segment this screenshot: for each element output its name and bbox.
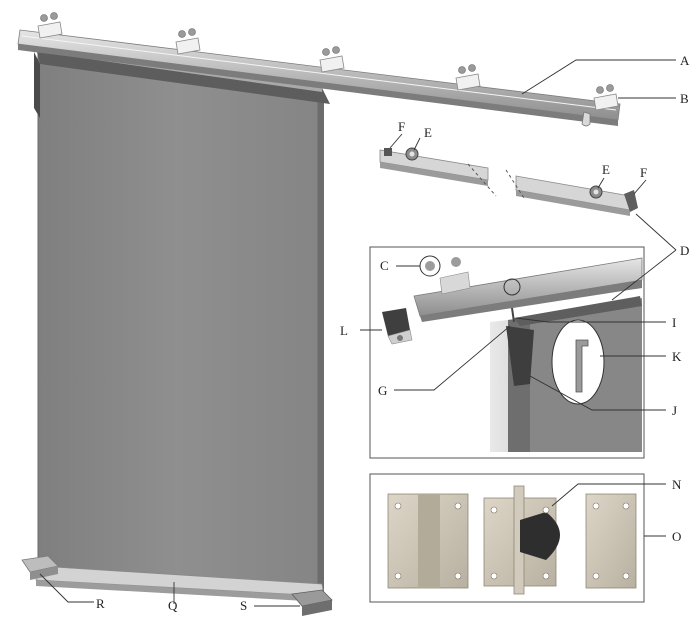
- label-g: G: [378, 383, 388, 398]
- stopper-plate-right: [585, 493, 637, 589]
- leader-f-left: [389, 133, 403, 149]
- rubber-stopper: [520, 512, 560, 560]
- leader-e-right: [597, 177, 605, 189]
- trolley-profile-right: [505, 169, 631, 216]
- end-cap-f-right: [624, 190, 638, 212]
- label-j: J: [672, 403, 678, 418]
- leader-n: [551, 483, 666, 507]
- door-panel: [34, 48, 330, 596]
- label-f-left: F: [398, 119, 406, 134]
- label-a: A: [680, 53, 690, 68]
- label-c: C: [380, 258, 389, 273]
- mounting-bracket: [319, 46, 345, 73]
- top-track: [17, 29, 621, 126]
- leader-g: [394, 325, 511, 391]
- mounting-bracket: [175, 28, 201, 55]
- mounting-bracket: [37, 12, 63, 39]
- label-k: K: [672, 349, 682, 364]
- end-cap-l: [382, 308, 413, 345]
- label-s: S: [240, 598, 248, 613]
- label-i: I: [672, 315, 677, 330]
- label-b: B: [680, 91, 689, 106]
- mounting-bracket: [455, 64, 481, 91]
- leader-a: [521, 59, 676, 95]
- stopper-assembly: [483, 485, 560, 595]
- stopper-plate-left: [387, 493, 469, 589]
- leader-f-right: [633, 179, 647, 195]
- label-d: D: [680, 243, 690, 258]
- mounting-bracket: [593, 84, 619, 111]
- leader-r: [39, 573, 94, 603]
- label-l: L: [340, 323, 348, 338]
- label-o: O: [672, 529, 682, 544]
- floor-guide-r: [21, 555, 59, 580]
- leader-e-left: [413, 137, 421, 151]
- label-e-right: E: [602, 162, 610, 177]
- roller-e-right-hub: [593, 189, 599, 195]
- track-stopper: [581, 111, 591, 127]
- detail-highlight-circle: [503, 278, 521, 296]
- trolley-profile-left: [379, 149, 497, 197]
- detail-guide-j: [506, 326, 534, 386]
- label-f-right: F: [640, 165, 648, 180]
- label-r: R: [96, 596, 105, 611]
- label-q: Q: [168, 598, 178, 613]
- mounting-brackets: [37, 12, 619, 111]
- label-n: N: [672, 477, 682, 492]
- roller-e-left-hub: [409, 151, 415, 157]
- leader-d1: [635, 213, 677, 251]
- leader-j: [529, 375, 666, 411]
- floor-guide-s: [291, 589, 333, 616]
- leader-i: [515, 317, 666, 323]
- detail-rail: [413, 257, 643, 322]
- detail-bracket-c: [419, 255, 471, 295]
- leader-lines: [39, 59, 677, 607]
- end-cap-f-left: [384, 148, 392, 156]
- detail-pin-g: [511, 307, 515, 323]
- allen-key-icon: [575, 339, 589, 393]
- leader-d2: [611, 249, 677, 301]
- label-e-left: E: [424, 125, 432, 140]
